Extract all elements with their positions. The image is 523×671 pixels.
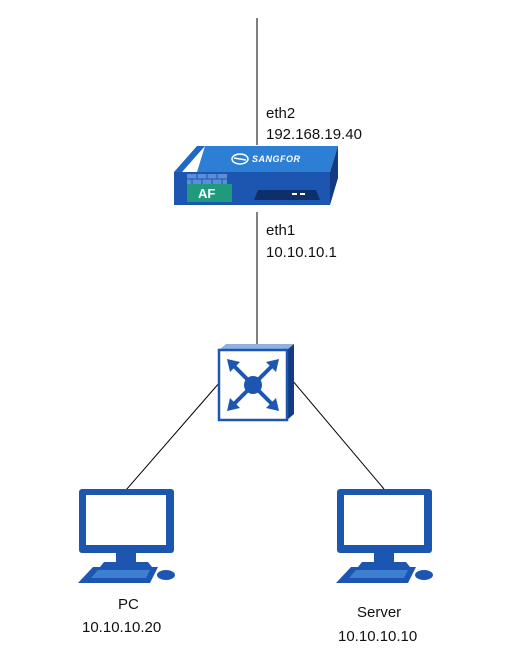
pc-name: PC xyxy=(118,596,139,613)
server-ip: 10.10.10.10 xyxy=(338,628,417,645)
firewall-brand: SANGFOR xyxy=(252,154,301,164)
server-name: Server xyxy=(357,604,401,621)
eth1-ip: 10.10.10.1 xyxy=(266,244,337,261)
pc-ip: 10.10.10.20 xyxy=(82,619,161,636)
firewall-device: SANGFOR AF xyxy=(174,146,338,205)
firewall-brick-icon xyxy=(187,174,227,184)
switch-pc-link xyxy=(125,381,221,491)
server-computer-icon xyxy=(336,489,433,583)
eth2-name: eth2 xyxy=(266,105,295,122)
sangfor-logo-icon xyxy=(231,153,249,165)
eth1-name: eth1 xyxy=(266,222,295,239)
pc-computer-icon xyxy=(78,489,175,583)
switch-server-link xyxy=(291,379,385,490)
switch-icon xyxy=(217,344,294,422)
af-badge-label: AF xyxy=(198,186,215,201)
af-badge xyxy=(187,184,232,202)
eth2-ip: 192.168.19.40 xyxy=(266,126,362,143)
